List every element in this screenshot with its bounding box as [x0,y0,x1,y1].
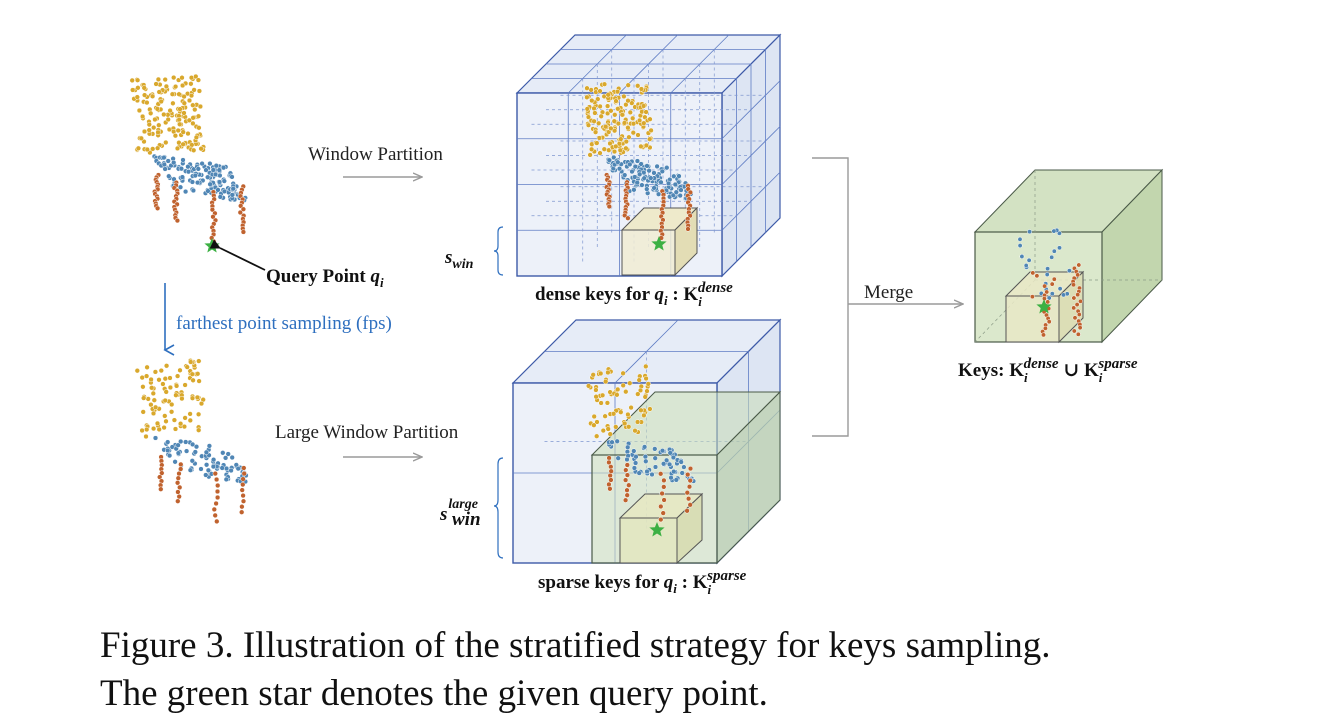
figure-caption: Figure 3. Illustration of the stratified… [100,622,1230,718]
merge-bracket [812,157,849,437]
s-win-large-label: slarge [439,497,478,525]
sparse-window-cube [511,318,782,565]
chair-point-cloud-fps [134,358,249,525]
star-icon [1036,299,1052,314]
large-window-partition-label: Large Window Partition [275,422,459,443]
s-win-bracket [493,226,504,276]
keys-union-label: Keys: Kidense ∪ Kisparse [958,356,1138,385]
window-partition-label: Window Partition [308,144,443,165]
sparse-keys-label: sparse keys for qi : Kisparse [538,568,747,597]
merge-label: Merge [864,282,913,303]
dense-window-cube [515,33,782,278]
dense-keys-label: dense keys for qi : Kidense [535,280,733,309]
star-icon [651,236,667,251]
chair-points-in-sparse-cube [585,363,697,523]
chair-point-cloud-original [129,73,248,245]
diagram: Query Point qi farthest point sampling (… [129,33,1164,597]
merged-keys-cube [973,168,1164,344]
caption-line-2: The green star denotes the given query p… [100,673,768,714]
s-win-large-bracket [493,457,504,559]
star-icon [204,238,220,253]
query-pointer-arrow [209,239,266,271]
fps-label: farthest point sampling (fps) [176,313,392,334]
s-win-large-sub: win [452,509,481,530]
s-win-label: swin [444,247,474,272]
caption-line-1: Figure 3. Illustration of the stratified… [100,625,1051,666]
query-point-label: Query Point qi [266,266,384,290]
star-icon [649,522,665,537]
chair-points-in-dense-cube [584,81,694,241]
